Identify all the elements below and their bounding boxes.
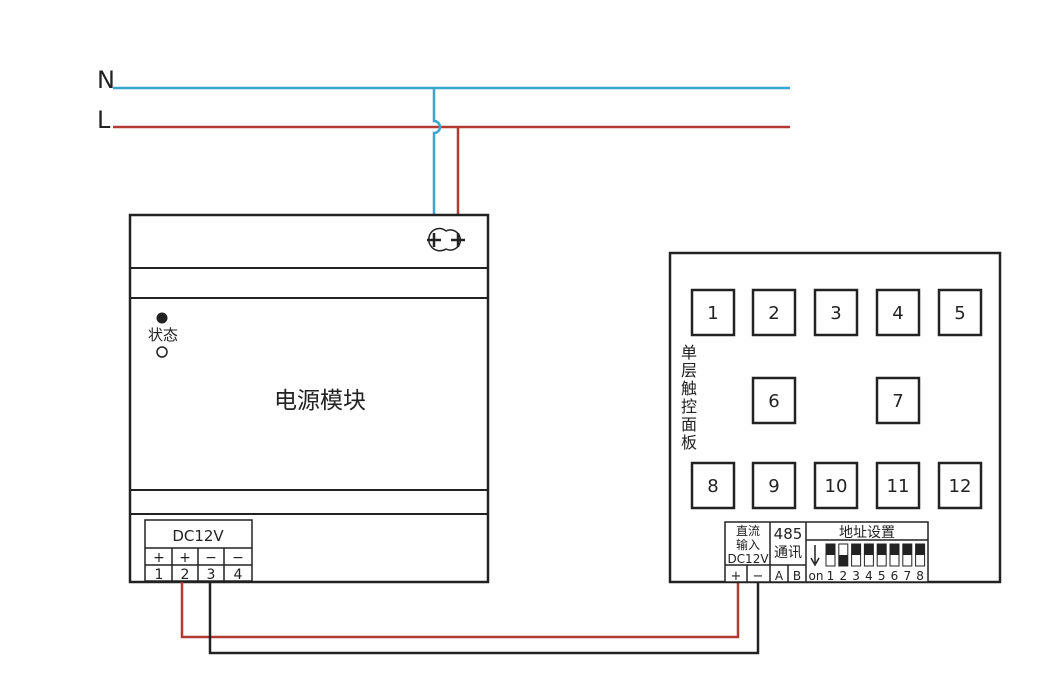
comm-terminal: B (793, 569, 801, 583)
terminal-sign: + (179, 550, 191, 566)
n-label: N (97, 66, 115, 94)
button-label: 8 (707, 476, 718, 497)
ac-input-terminal-icon (427, 227, 465, 252)
arrow-down-icon (810, 545, 820, 567)
panel-title-char: 面 (681, 415, 697, 434)
status-led-off-icon (156, 346, 168, 358)
button-label: 12 (949, 476, 972, 497)
terminal-number: 3 (207, 567, 216, 583)
dip-number: 7 (903, 569, 911, 583)
dip-switch-2[interactable]: 2 (838, 543, 849, 583)
dip-switch-7[interactable]: 7 (902, 543, 913, 583)
button-label: 11 (887, 476, 910, 497)
panel-title-char: 控 (681, 397, 697, 416)
terminal-sign: − (205, 550, 217, 566)
status-led-on-icon (156, 312, 168, 324)
status-label: 状态 (148, 326, 178, 344)
dc-sign: − (753, 569, 764, 584)
l-label: L (97, 106, 111, 134)
button-label: 9 (768, 476, 779, 497)
button-label: 7 (892, 391, 903, 412)
neutral-drop-wire (432, 88, 442, 215)
touch-button-6[interactable]: 6 (751, 376, 797, 425)
touch-button-2[interactable]: 2 (751, 288, 797, 337)
dip-switch-1[interactable]: 1 (825, 543, 836, 583)
dip-switch-8[interactable]: 8 (915, 543, 926, 583)
dc-input-label: 输入 (736, 537, 760, 552)
touch-button-12[interactable]: 12 (937, 461, 983, 510)
dc-negative-wire (208, 582, 760, 655)
dip-switch-5[interactable]: 5 (876, 543, 887, 583)
dc-input-label: DC12V (727, 552, 769, 566)
touch-button-4[interactable]: 4 (875, 288, 921, 337)
button-label: 10 (825, 476, 848, 497)
dip-switch-6[interactable]: 6 (889, 543, 900, 583)
dip-number: 5 (878, 569, 886, 583)
terminal-number: 4 (234, 567, 243, 583)
touch-button-8[interactable]: 8 (690, 461, 736, 510)
dip-number: 2 (839, 569, 847, 583)
comm-label: 通讯 (774, 545, 802, 561)
comm-label: 485 (774, 525, 803, 543)
button-label: 2 (768, 303, 779, 324)
dip-number: 3 (852, 569, 860, 583)
dip-switch-3[interactable]: 3 (851, 543, 862, 583)
terminal-number: 2 (181, 567, 190, 583)
button-label: 1 (707, 303, 718, 324)
button-label: 4 (892, 303, 903, 324)
dip-number: 8 (916, 569, 924, 583)
touch-button-9[interactable]: 9 (751, 461, 797, 510)
terminal-sign: + (153, 550, 165, 566)
button-label: 5 (954, 303, 965, 324)
button-label: 3 (830, 303, 841, 324)
dip-number: 6 (891, 569, 899, 583)
power-module-title: 电源模块 (274, 388, 366, 414)
touch-button-1[interactable]: 1 (690, 288, 736, 337)
comm-terminal: A (775, 569, 784, 583)
panel-title-char: 板 (681, 433, 697, 452)
on-label: on (809, 569, 824, 583)
panel-title-char: 触 (681, 379, 697, 398)
button-label: 6 (768, 391, 779, 412)
dip-number: 1 (827, 569, 835, 583)
dip-switch-4[interactable]: 4 (863, 543, 874, 583)
dc-positive-wire (180, 582, 740, 639)
touch-button-11[interactable]: 11 (875, 461, 921, 510)
address-label: 地址设置 (839, 525, 895, 541)
touch-button-3[interactable]: 3 (813, 288, 859, 337)
output-label: DC12V (172, 527, 224, 545)
dc-sign: + (731, 569, 742, 584)
touch-button-10[interactable]: 10 (813, 461, 859, 510)
touch-button-5[interactable]: 5 (937, 288, 983, 337)
panel-title-char: 单 (681, 343, 697, 362)
dc-input-label: 直流 (736, 524, 760, 538)
touch-button-7[interactable]: 7 (875, 376, 921, 425)
dip-number: 4 (865, 569, 873, 583)
terminal-number: 1 (155, 567, 164, 583)
terminal-sign: − (232, 550, 244, 566)
power-module: 状态 电源模块 DC12V + + − − 1 2 3 4 (128, 213, 490, 584)
panel-title-char: 层 (681, 361, 697, 380)
